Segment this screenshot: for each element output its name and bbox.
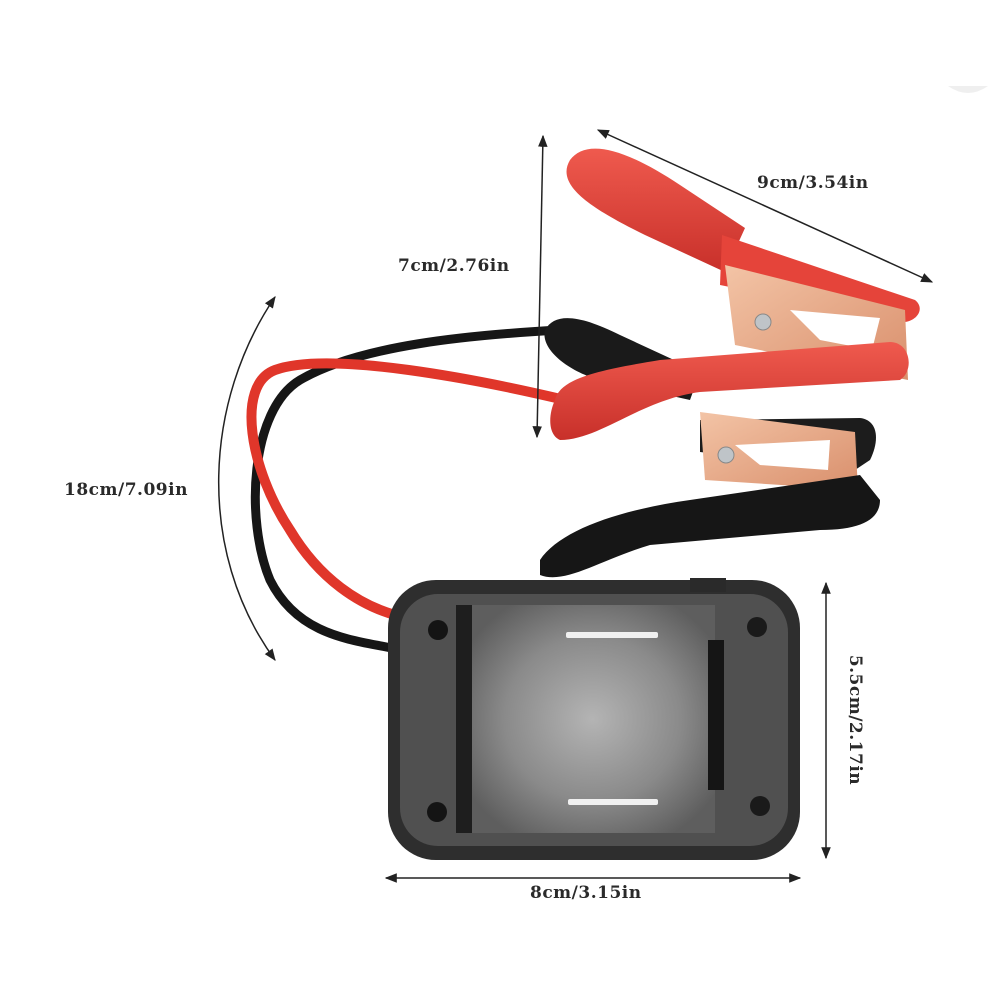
corner-decoration bbox=[948, 86, 988, 93]
terminal-bottom bbox=[568, 799, 658, 805]
red-handle-bottom bbox=[550, 342, 909, 440]
adapter-face bbox=[470, 605, 715, 833]
cables bbox=[246, 325, 570, 655]
terminal-top bbox=[566, 632, 658, 638]
pivot-screw bbox=[717, 446, 735, 464]
terminal-slot bbox=[708, 640, 724, 790]
screw-hole bbox=[427, 802, 447, 822]
screw-hole bbox=[428, 620, 448, 640]
clamp-height-line bbox=[532, 134, 548, 439]
battery-adapter bbox=[388, 578, 800, 860]
dimension-lines bbox=[217, 129, 934, 883]
cable-length-label: 18cm/7.09in bbox=[64, 480, 188, 500]
pivot-screw bbox=[754, 313, 772, 331]
cable-length-arc bbox=[217, 296, 276, 661]
adapter-height-label: 5.5cm/2.17in bbox=[845, 654, 865, 786]
clamp-height-label: 7cm/2.76in bbox=[398, 256, 510, 276]
red-handle-top bbox=[566, 148, 745, 272]
clamp-length-line bbox=[596, 129, 934, 283]
black-clamp bbox=[540, 318, 880, 578]
black-cable bbox=[250, 325, 565, 655]
red-cable bbox=[246, 358, 570, 620]
adapter-width-label: 8cm/3.15in bbox=[530, 883, 642, 903]
clamp-length-label: 9cm/3.54in bbox=[757, 173, 869, 193]
screw bbox=[747, 617, 767, 637]
screw bbox=[750, 796, 770, 816]
